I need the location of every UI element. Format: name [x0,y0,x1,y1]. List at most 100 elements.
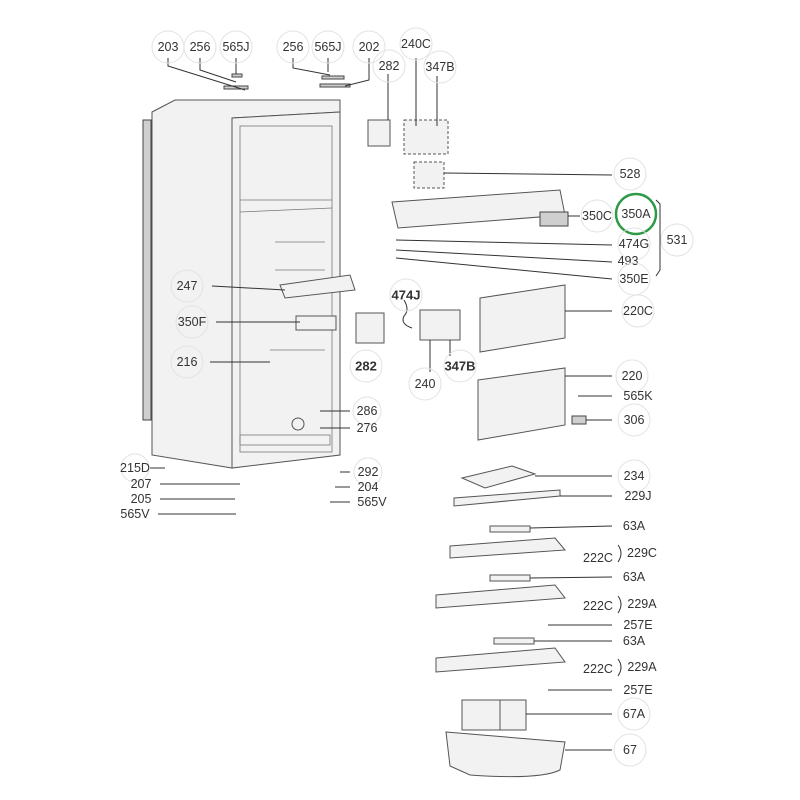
part-240c-347b [403,119,449,155]
svg-text:63A: 63A [623,634,646,648]
callout-63a[interactable]: 63A [623,570,646,584]
part-63a-3 [493,637,535,645]
callout-350c[interactable]: 350C [580,199,614,233]
callout-67a[interactable]: 67A [617,697,651,731]
svg-text:493: 493 [618,254,639,268]
callout-229a[interactable]: 229A [627,660,657,674]
callout-222c[interactable]: 222C [583,599,613,613]
callout-67[interactable]: 67 [613,733,647,767]
svg-text:565K: 565K [623,389,653,403]
callout-220c[interactable]: 220C [621,294,655,328]
svg-text:347B: 347B [444,359,475,374]
svg-text:531: 531 [667,233,688,247]
svg-text:474J: 474J [392,288,421,303]
callout-528[interactable]: 528 [613,157,647,191]
svg-text:350F: 350F [178,315,207,329]
svg-text:240C: 240C [401,37,431,51]
svg-text:256: 256 [190,40,211,54]
callout-565k[interactable]: 565K [623,389,653,403]
callout-202[interactable]: 202 [352,30,386,64]
part-350f [295,315,337,331]
callout-565v-left[interactable]: 565V [120,507,150,521]
svg-text:215D: 215D [120,461,150,475]
callout-256[interactable]: 256 [276,30,310,64]
part-234 [460,465,537,489]
svg-text:240: 240 [415,377,436,391]
callout-350a-highlighted[interactable]: 350A [614,192,658,236]
svg-text:256: 256 [283,40,304,54]
svg-text:276: 276 [357,421,378,435]
callout-229a[interactable]: 229A [627,597,657,611]
callout-234[interactable]: 234 [617,459,651,493]
callout-565j[interactable]: 565J [311,30,345,64]
callout-565v-right[interactable]: 565V [357,495,387,509]
svg-text:63A: 63A [623,570,646,584]
shelf-229a-2 [435,647,566,673]
control-panel-350 [391,189,566,229]
shelf-247 [279,274,356,299]
part-67a-a [461,699,503,731]
svg-text:565V: 565V [120,507,150,521]
top-hinge-parts [223,73,351,90]
svg-text:229C: 229C [627,546,657,560]
svg-text:216: 216 [177,355,198,369]
svg-text:234: 234 [624,469,645,483]
svg-text:286: 286 [357,404,378,418]
svg-text:222C: 222C [583,662,613,676]
callout-282[interactable]: 282 [372,49,406,83]
svg-text:204: 204 [358,480,379,494]
wire-474j [402,299,413,329]
callout-306[interactable]: 306 [617,403,651,437]
callout-63a[interactable]: 63A [623,634,646,648]
svg-text:282: 282 [355,359,377,374]
svg-text:220C: 220C [623,304,653,318]
callout-207[interactable]: 207 [131,477,152,491]
callout-276[interactable]: 276 [357,421,378,435]
callout-257e[interactable]: 257E [623,683,652,697]
shelf-229a-1 [435,584,566,609]
svg-text:257E: 257E [623,683,652,697]
callout-216[interactable]: 216 [170,345,204,379]
callout-286[interactable]: 286 [352,396,382,426]
callout-240c[interactable]: 240C [399,27,433,61]
svg-text:207: 207 [131,477,152,491]
svg-text:222C: 222C [583,551,613,565]
callout-229c[interactable]: 229C [627,546,657,560]
svg-text:220: 220 [622,369,643,383]
callout-257e[interactable]: 257E [623,618,652,632]
callout-247[interactable]: 247 [170,269,204,303]
callout-256[interactable]: 256 [183,30,217,64]
callout-205[interactable]: 205 [131,492,152,506]
svg-text:247: 247 [177,279,198,293]
callout-222c[interactable]: 222C [583,551,613,565]
svg-text:229A: 229A [627,660,657,674]
callout-229j[interactable]: 229J [624,489,651,503]
svg-text:205: 205 [131,492,152,506]
callout-531[interactable]: 531 [660,223,694,257]
door-220c [479,284,566,353]
callout-347b-lower[interactable]: 347B [443,349,477,383]
part-306 [571,415,587,425]
svg-text:63A: 63A [623,519,646,533]
callouts: 203 256 565J 256 565J 202 240C 282 347B … [120,27,694,767]
part-350c [539,211,569,227]
callout-350f[interactable]: 350F [175,305,209,339]
callout-493[interactable]: 493 [618,254,639,268]
part-240-347b-lower [419,309,461,341]
callout-222c[interactable]: 222C [583,662,613,676]
part-67a-b [499,699,527,731]
callout-292[interactable]: 292 [353,457,383,487]
callout-474g[interactable]: 474G [617,227,651,261]
svg-text:565J: 565J [314,40,341,54]
callout-565j[interactable]: 565J [219,30,253,64]
callout-215d[interactable]: 215D [120,453,150,483]
callout-63a[interactable]: 63A [623,519,646,533]
callout-204[interactable]: 204 [358,480,379,494]
callout-474j[interactable]: 474J [389,278,423,312]
callout-240[interactable]: 240 [408,367,442,401]
callout-220[interactable]: 220 [615,359,649,393]
callout-282-lower[interactable]: 282 [349,349,383,383]
part-63a-1 [489,525,531,533]
callout-347b[interactable]: 347B [423,50,457,84]
